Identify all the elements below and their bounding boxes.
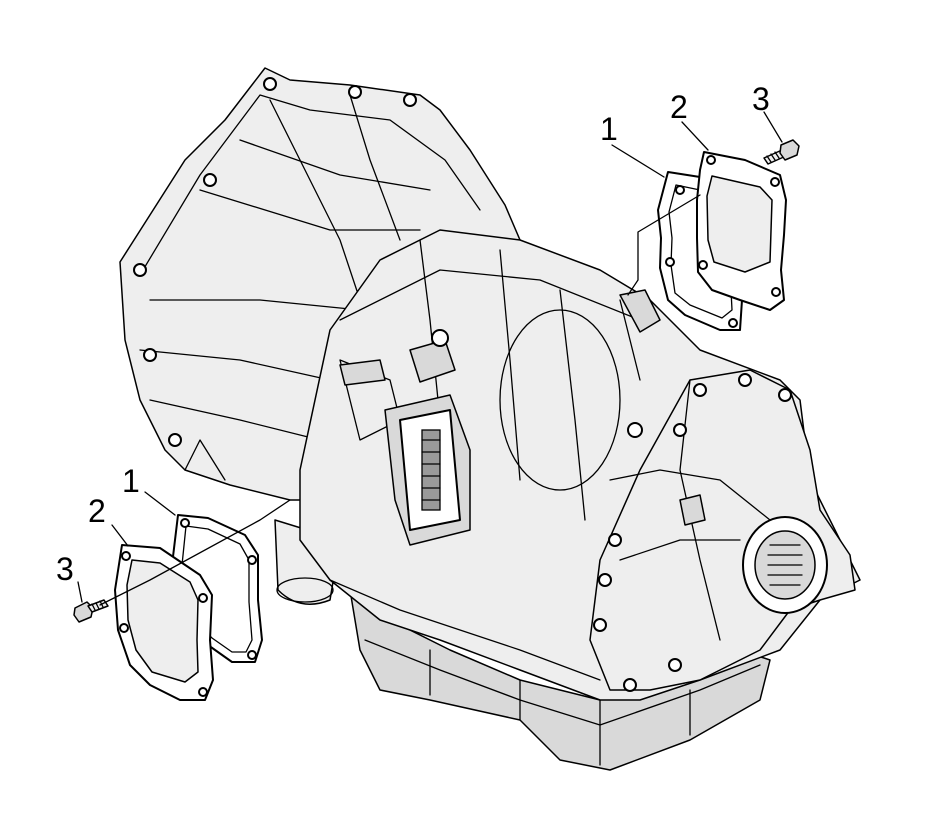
leader-line — [681, 121, 709, 151]
callout-2-upper: 2 — [670, 89, 688, 125]
callout-3-upper: 3 — [752, 81, 770, 117]
upper-cover-group — [611, 111, 800, 331]
bolt-upper — [763, 139, 800, 165]
leader-line — [144, 491, 176, 516]
leader-line — [763, 111, 783, 143]
extension-housing — [589, 369, 856, 692]
sensor-connector — [409, 329, 456, 383]
leader-line — [99, 499, 291, 606]
mount-pad — [619, 289, 661, 333]
leader-line — [611, 144, 665, 178]
callout-3-lower: 3 — [56, 551, 74, 587]
lower-cover-group — [73, 491, 291, 701]
transmission-assembly — [119, 67, 861, 771]
oil-pan — [349, 589, 771, 771]
callout-1-lower: 1 — [122, 463, 140, 499]
mount-pad — [339, 359, 386, 386]
leader-line — [77, 581, 83, 603]
callout-2-lower: 2 — [88, 493, 106, 529]
leader-line — [111, 524, 129, 547]
side-window — [384, 394, 471, 546]
callout-1-upper: 1 — [600, 111, 618, 147]
leader-line — [627, 194, 701, 296]
